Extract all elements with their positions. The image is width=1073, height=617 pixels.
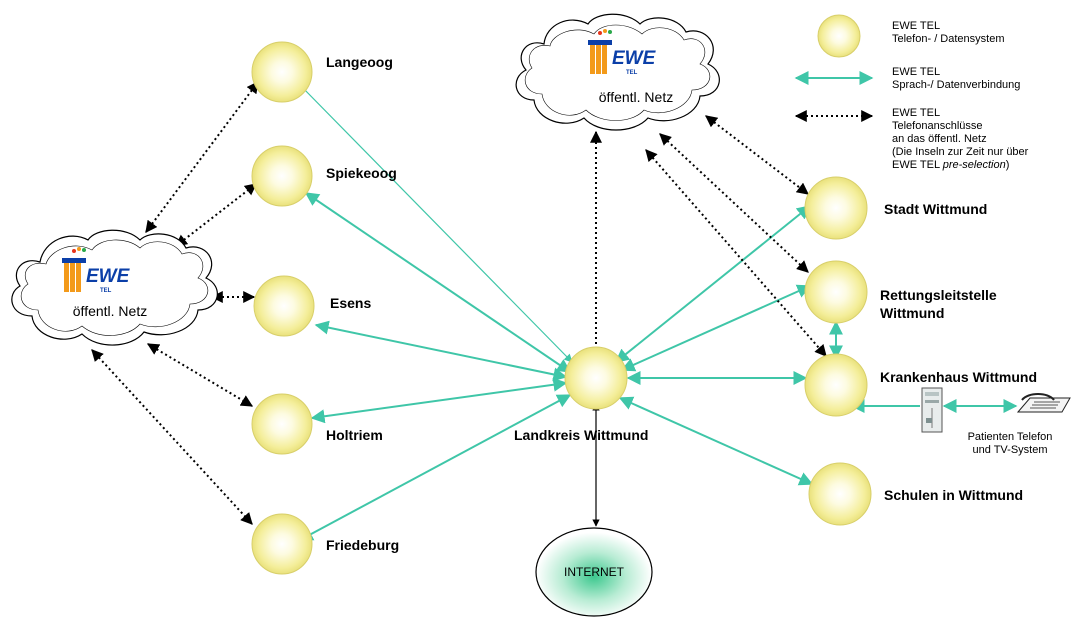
label-holtriem: Holtriem	[326, 427, 383, 443]
patient-line1: Patienten Telefon	[967, 431, 1053, 443]
label-esens: Esens	[330, 295, 371, 311]
internet-label: INTERNET	[564, 565, 625, 579]
legend-graphics	[794, 14, 874, 122]
node-holtriem	[251, 393, 313, 455]
phone-left-holtriem	[146, 343, 254, 407]
node-landkreis	[564, 346, 628, 410]
label-landkreis: Landkreis Wittmund	[514, 427, 648, 443]
link-landkreis-rettung	[620, 284, 812, 372]
phone-top-stadt	[705, 115, 809, 195]
phone-connections	[91, 81, 827, 525]
ewe-logo-text-left: EWE	[86, 266, 131, 287]
label-krankenhaus: Krankenhaus Wittmund	[880, 369, 1037, 385]
legend-node-text: EWE TEL Telefon- / Datensystem	[892, 20, 1005, 46]
legend-phone-link-line5-italic: pre-selection	[942, 159, 1006, 171]
phone-left-spiekeoog	[175, 183, 257, 247]
legend-phone-link-text: EWE TEL Telefonanschlüsse an das öffentl…	[892, 107, 1028, 172]
label-rettung-2: Wittmund	[880, 305, 944, 321]
legend-data-link-text: EWE TEL Sprach-/ Datenverbindung	[892, 66, 1020, 92]
node-esens	[253, 275, 315, 337]
nodes	[251, 41, 872, 575]
link-landkreis-friedeburg	[298, 394, 572, 541]
legend-phone-link-line4: (Die Inseln zur Zeit nur über	[892, 146, 1029, 158]
ewe-logo-tel-left: TEL	[100, 288, 112, 294]
ewe-logo-left: EWE TEL	[62, 247, 131, 294]
legend-phone-link-line5: EWE TEL pre-selection)	[892, 159, 1028, 172]
patient-line2: und TV-System	[972, 444, 1048, 456]
legend-data-link-line2: Sprach-/ Datenverbindung	[892, 79, 1021, 91]
legend-phone-link-line5-suffix: )	[1005, 159, 1010, 171]
legend: EWE TEL Telefon- / Datensystem EWE TEL S…	[818, 18, 1068, 188]
patient-system-label: Patienten Telefon und TV-System	[955, 431, 1065, 457]
cloud-left: EWE TEL öffentl. Netz	[11, 229, 218, 346]
server-icon	[921, 387, 943, 433]
node-langeoog	[251, 41, 313, 103]
phone-top-krankenhaus	[645, 149, 827, 357]
legend-phone-link-line5-prefix: EWE TEL	[892, 159, 943, 171]
cloud-left-shape	[11, 229, 218, 346]
legend-node-icon	[817, 14, 861, 58]
ewe-logo-top: EWE TEL	[588, 29, 657, 76]
cloud-top: EWE TEL öffentl. Netz	[515, 13, 720, 131]
label-langeoog: Langeoog	[326, 54, 393, 70]
cloud-left-label: öffentl. Netz	[73, 303, 147, 319]
legend-phone-link-line1: EWE TEL	[892, 107, 941, 119]
phone-left-friedeburg	[91, 349, 253, 525]
phone-icon	[1016, 393, 1071, 413]
link-landkreis-spiekeoog	[304, 192, 572, 373]
phone-top-rettung	[659, 133, 809, 273]
node-friedeburg	[251, 513, 313, 575]
legend-data-link-line1: EWE TEL	[892, 66, 941, 78]
node-rettung	[804, 260, 868, 324]
node-spiekeoog	[251, 145, 313, 207]
label-rettung-1: Rettungsleitstelle	[880, 287, 997, 303]
legend-node-line2: Telefon- / Datensystem	[892, 33, 1005, 45]
legend-phone-link-line3: an das öffentl. Netz	[892, 133, 987, 145]
label-spiekeoog: Spiekeoog	[326, 165, 397, 181]
legend-node-line1: EWE TEL	[892, 20, 941, 32]
link-landkreis-schulen	[618, 396, 814, 486]
ewe-logo-tel-top: TEL	[626, 70, 638, 76]
node-stadt	[804, 176, 868, 240]
link-landkreis-stadt	[614, 205, 812, 363]
cloud-top-shape	[515, 13, 720, 131]
label-stadt: Stadt Wittmund	[884, 201, 987, 217]
phone-left-langeoog	[145, 81, 259, 233]
internet-node: INTERNET	[535, 527, 653, 617]
ewe-logo-text-top: EWE	[612, 48, 657, 69]
link-landkreis-langeoog	[299, 84, 573, 363]
node-schulen	[808, 462, 872, 526]
cloud-top-label: öffentl. Netz	[599, 89, 673, 105]
label-schulen: Schulen in Wittmund	[884, 487, 1023, 503]
link-landkreis-holtriem	[310, 377, 568, 424]
node-krankenhaus	[804, 353, 868, 417]
link-landkreis-esens	[314, 320, 568, 382]
label-friedeburg: Friedeburg	[326, 537, 399, 553]
legend-phone-link-line2: Telefonanschlüsse	[892, 120, 983, 132]
